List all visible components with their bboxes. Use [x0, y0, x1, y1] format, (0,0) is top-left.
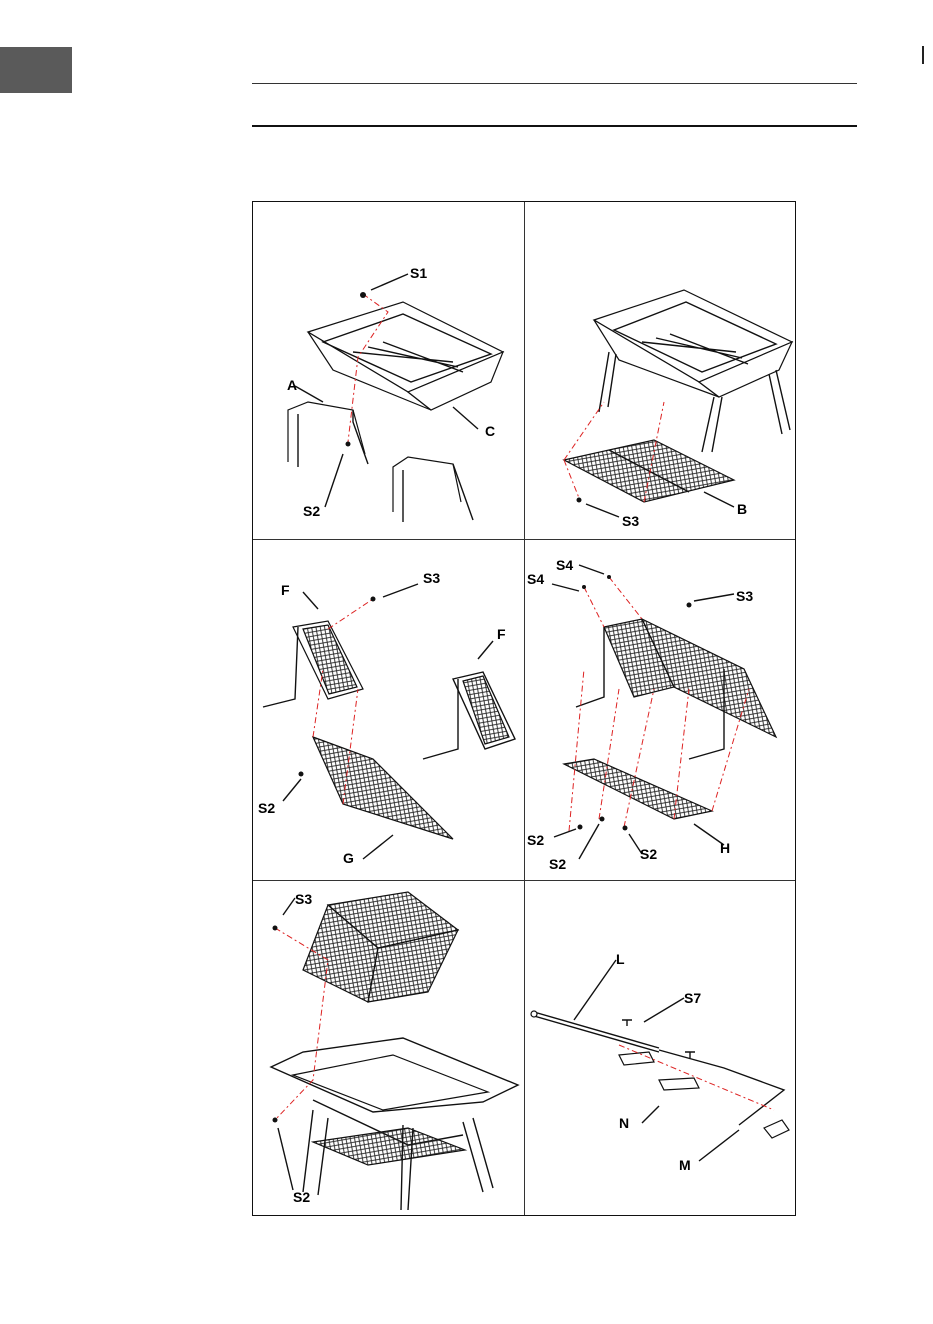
label-s3: S3 [736, 588, 753, 604]
label-l: L [616, 951, 625, 967]
step-2-illustration: S3 B [564, 290, 792, 529]
label-s3: S3 [622, 513, 639, 529]
label-s2-a: S2 [527, 832, 544, 848]
step-3-illustration: F S3 F S2 G [258, 570, 515, 866]
label-s4-left: S4 [527, 571, 544, 587]
edge-mark [922, 46, 924, 64]
label-f-right: F [497, 626, 506, 642]
label-s2: S2 [258, 800, 275, 816]
label-g: G [343, 850, 354, 866]
header-rule-bottom [252, 125, 857, 127]
label-n: N [619, 1115, 629, 1131]
label-c: C [485, 423, 495, 439]
label-h: H [720, 840, 730, 856]
step-6-illustration: L S7 N M [531, 951, 789, 1173]
label-s2: S2 [293, 1189, 310, 1205]
label-s3: S3 [295, 891, 312, 907]
chapter-tab [0, 47, 72, 93]
label-s2-c: S2 [640, 846, 657, 862]
label-s2: S2 [303, 503, 320, 519]
assembly-steps-grid: S1 A C S2 S3 B [252, 201, 796, 1216]
label-s7: S7 [684, 990, 701, 1006]
label-s1: S1 [410, 265, 427, 281]
label-f-left: F [281, 582, 290, 598]
step-5-illustration: S3 S2 [271, 891, 518, 1210]
label-a: A [287, 377, 297, 393]
step-1-illustration: S1 A C S2 [287, 265, 503, 522]
label-s3: S3 [423, 570, 440, 586]
label-m: M [679, 1157, 691, 1173]
label-s4-top: S4 [556, 557, 573, 573]
label-s2-b: S2 [549, 856, 566, 872]
assembly-illustrations: S1 A C S2 S3 B [253, 202, 797, 1217]
label-b: B [737, 501, 747, 517]
header-rule-top [252, 83, 857, 84]
step-4-illustration: S4 S4 S3 S2 S2 S2 H [527, 557, 776, 872]
